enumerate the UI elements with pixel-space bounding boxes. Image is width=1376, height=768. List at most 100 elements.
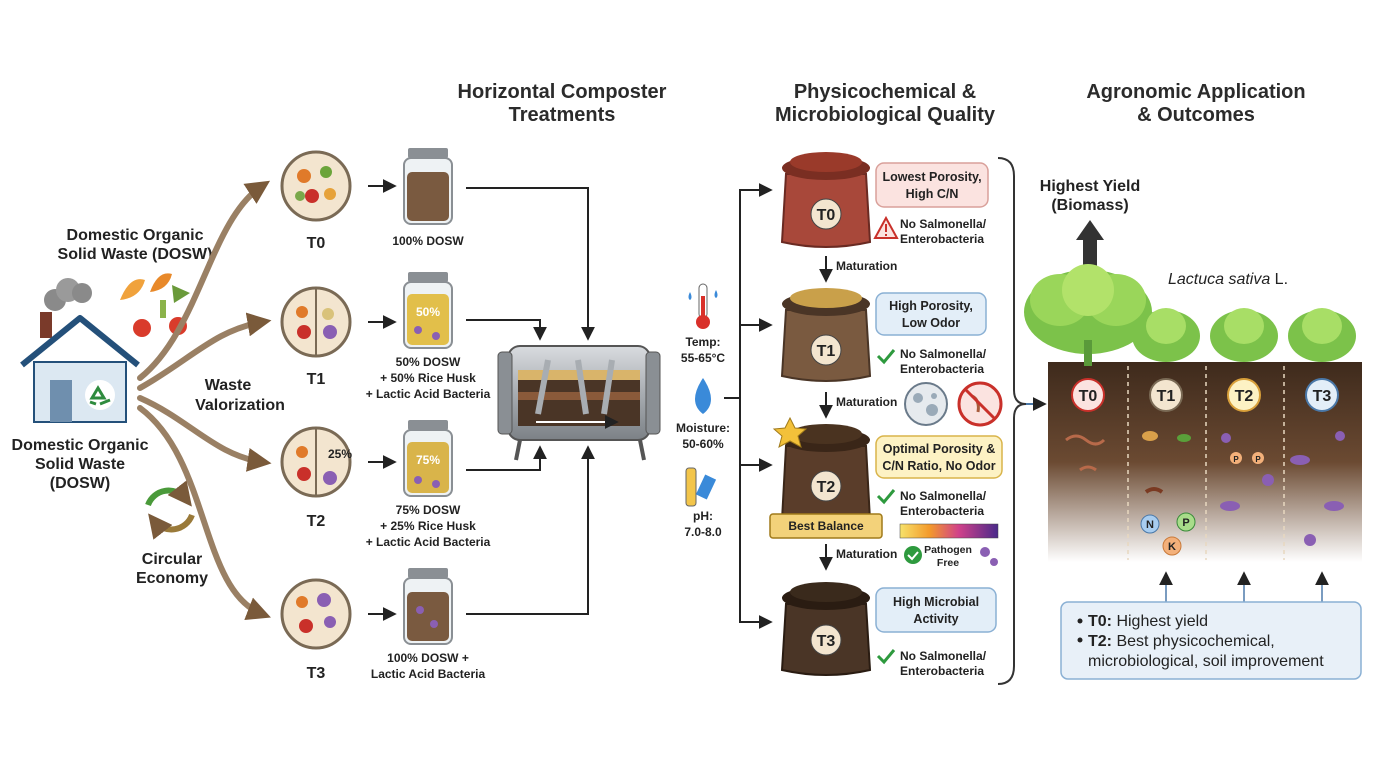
lettuce-t1-icon — [1132, 308, 1200, 362]
waste-flow-arrows — [137, 180, 272, 620]
nutrient-p-small-2 — [1252, 452, 1264, 464]
t3-quality-line2: Activity — [913, 612, 958, 626]
plate-t1 — [280, 286, 352, 358]
lettuce-t2-icon — [1210, 308, 1278, 362]
quality-gradient-bar — [899, 523, 999, 539]
jar-t0-caption-1: 100% DOSW — [392, 234, 464, 248]
nutrient-k-label: K — [1168, 541, 1176, 553]
best-balance-ribbon: Best Balance — [788, 519, 864, 533]
summary-line-1: T0: Highest yield — [1088, 613, 1208, 630]
circular-economy-label-1: Circular — [142, 551, 202, 568]
house-icon — [20, 312, 140, 423]
nutrient-p — [1176, 512, 1196, 532]
nutrient-k — [1162, 536, 1182, 556]
t1-pathogen-line1: No Salmonella/ — [900, 347, 987, 361]
t1-quality-line1: High Porosity, — [889, 299, 973, 313]
jar-t1-caption-2: + 50% Rice Husk — [380, 371, 476, 385]
jar-t3-caption-1: 100% DOSW + — [387, 651, 469, 665]
plate-t0 — [280, 150, 352, 222]
nutrient-p-small-1-label: P — [1233, 455, 1239, 464]
t0-pathogen-line2: Enterobacteria — [900, 232, 984, 246]
header-outcomes-line2: & Outcomes — [1137, 104, 1255, 126]
plot-label-t0: T0 — [1079, 388, 1098, 405]
pathogen-free-line2: Free — [937, 557, 959, 569]
temp-label: Temp: — [685, 335, 720, 349]
check-icon-t1 — [876, 349, 896, 365]
t3-quality-line1: High Microbial — [893, 595, 979, 609]
dosw-house-label-1: Domestic Organic — [12, 437, 149, 454]
plate-to-jar-arrows — [368, 179, 397, 621]
plot-badge-t2 — [1227, 378, 1261, 412]
jar-to-composter-arrows — [466, 187, 595, 615]
soil-organisms — [1065, 431, 1345, 546]
thermometer-icon — [688, 283, 718, 329]
maturation-label-2: Maturation — [836, 395, 897, 409]
jar-t2-pct: 75% — [416, 453, 440, 467]
plot-badge-t1 — [1149, 378, 1183, 412]
ph-value: 7.0-8.0 — [684, 525, 722, 539]
nutrient-p-label: P — [1182, 517, 1189, 529]
pathogen-free-line1: Pathogen — [924, 544, 972, 556]
jar-t2-caption-3: + Lactic Acid Bacteria — [366, 535, 491, 549]
maturation-label-3: Maturation — [836, 547, 897, 561]
plot-badge-t3 — [1305, 378, 1339, 412]
plate-label-t0: T0 — [307, 235, 326, 252]
check-icon-t2 — [876, 489, 896, 505]
lettuce-t3-icon — [1288, 308, 1356, 362]
t3-pathogen-line2: Enterobacteria — [900, 664, 984, 678]
moisture-label: Moisture: — [676, 421, 730, 435]
header-quality-line1: Physicochemical & — [794, 81, 976, 103]
sack-t2 — [769, 416, 883, 539]
soil-dividers — [1127, 366, 1285, 560]
t2-quality-line1: Optimal Porosity & — [883, 442, 996, 456]
plate-t2-pct: 25% — [328, 447, 352, 461]
header-outcomes-line1: Agronomic Application — [1086, 81, 1305, 103]
ph-strip-icon — [685, 467, 717, 507]
jar-t3-caption-2: Lactic Acid Bacteria — [371, 667, 486, 681]
jar-t1-caption-3: + Lactic Acid Bacteria — [366, 387, 491, 401]
t1-quality-line2: Low Odor — [902, 316, 960, 330]
summary-line-3: microbiological, soil improvement — [1088, 653, 1324, 670]
t2-pathogen-line2: Enterobacteria — [900, 504, 984, 518]
moisture-value: 50-60% — [682, 437, 724, 451]
t0-quality-line2: High C/N — [906, 187, 959, 201]
t0-quality-line1: Lowest Porosity, — [882, 170, 981, 184]
temp-value: 55-65°C — [681, 351, 725, 365]
plate-t2 — [280, 426, 352, 498]
jar-t2-caption-1: 75% DOSW — [396, 503, 461, 517]
jar-t0 — [403, 148, 453, 225]
lettuce-t0-icon — [1024, 264, 1152, 366]
t3-pathogen-line1: No Salmonella/ — [900, 649, 987, 663]
horizontal-composter-icon — [497, 345, 661, 461]
maturation-label-1: Maturation — [836, 259, 897, 273]
ph-label: pH: — [693, 509, 713, 523]
plate-label-t2: T2 — [307, 513, 326, 530]
species-label: Lactuca sativa L. — [1168, 271, 1288, 288]
smoke-icon — [44, 278, 92, 311]
dosw-top-label-2: Solid Waste (DOSW) — [58, 246, 213, 263]
summary-arrows — [1159, 571, 1329, 602]
t3-quality-box — [875, 587, 997, 633]
circular-economy-icon — [145, 480, 195, 540]
t1-quality-box — [875, 292, 987, 336]
highest-yield-line1: Highest Yield — [1040, 178, 1140, 195]
nutrient-n-label: N — [1146, 519, 1154, 531]
sack-t1 — [780, 288, 872, 382]
jar-t2 — [403, 420, 453, 497]
jar-t2-caption-2: + 25% Rice Husk — [380, 519, 476, 533]
sack-t1-label: T1 — [817, 343, 836, 360]
plot-badge-t0 — [1071, 378, 1105, 412]
jar-t3 — [403, 568, 453, 645]
sack-t0 — [780, 152, 872, 248]
porous-structure-icon — [904, 382, 948, 426]
plot-label-t1: T1 — [1157, 388, 1176, 405]
summary-bullet-2 — [1077, 637, 1083, 643]
summary-box — [1060, 601, 1362, 680]
t0-quality-box — [875, 162, 989, 208]
jar-t1-caption-1: 50% DOSW — [396, 355, 461, 369]
plate-label-t3: T3 — [307, 665, 326, 682]
plot-label-t3: T3 — [1313, 388, 1332, 405]
warning-icon — [873, 215, 899, 239]
valorization-label-1: Waste — [205, 377, 252, 394]
